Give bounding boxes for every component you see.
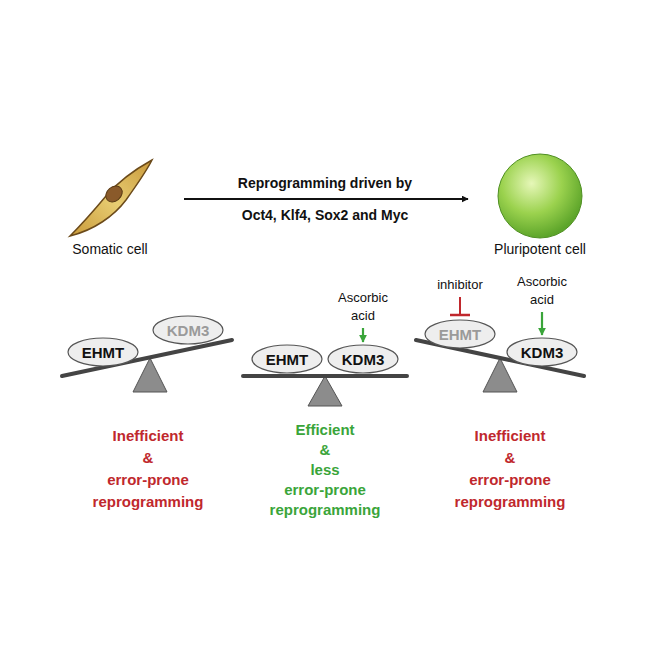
enzyme-ellipse: KDM3 xyxy=(152,315,224,345)
enzyme-ellipse: EHMT xyxy=(251,344,323,374)
enzyme-name: EHMT xyxy=(439,326,482,343)
activation-arrow xyxy=(541,312,543,335)
reprogramming-arrow xyxy=(184,198,468,200)
ellipse-shape xyxy=(68,338,138,366)
enzyme-name: EHMT xyxy=(266,351,309,368)
outcome-label: Inefficient & error-prone reprogramming xyxy=(73,425,223,513)
balance-plank xyxy=(62,340,232,376)
enzyme-name: KDM3 xyxy=(167,322,210,339)
fulcrum-triangle xyxy=(483,358,517,392)
somatic-cell-nucleus xyxy=(103,183,126,205)
somatic-cell: Somatic cell xyxy=(40,150,180,257)
pluripotent-cell: Pluripotent cell xyxy=(470,150,610,257)
outcome-label: Efficient & less error-prone reprogrammi… xyxy=(250,420,400,520)
enzyme-ellipse: EHMT xyxy=(424,319,496,349)
cell-caption: Pluripotent cell xyxy=(494,241,586,257)
pluripotent-cell-body xyxy=(498,154,582,238)
inhibition-line xyxy=(459,297,461,315)
outcome-label: Inefficient & error-prone reprogramming xyxy=(435,425,585,513)
cell-caption: Somatic cell xyxy=(72,241,147,257)
activation-arrow xyxy=(362,328,364,342)
inhibition-bar xyxy=(450,314,470,317)
ellipse-shape xyxy=(328,345,398,373)
somatic-cell-body xyxy=(70,160,152,236)
enzyme-ellipse: KDM3 xyxy=(327,344,399,374)
enzyme-ellipse: KDM3 xyxy=(506,337,578,367)
ellipse-shape xyxy=(425,320,495,348)
compound-label: Ascorbic acid xyxy=(506,273,578,309)
ellipse-shape xyxy=(153,316,223,344)
fulcrum-triangle xyxy=(308,376,342,406)
arrow-label: Reprogramming driven by Oct4, Klf4, Sox2… xyxy=(230,167,420,231)
enzyme-name: KDM3 xyxy=(521,344,564,361)
fulcrum-triangle xyxy=(133,358,167,392)
enzyme-name: EHMT xyxy=(82,344,125,361)
enzyme-ellipse: EHMT xyxy=(67,337,139,367)
compound-label: Ascorbic acid xyxy=(327,289,399,325)
balance-plank xyxy=(243,374,407,378)
ellipse-shape xyxy=(507,338,577,366)
ellipse-shape xyxy=(252,345,322,373)
inhibitor-label: inhibitor xyxy=(420,276,500,294)
enzyme-name: KDM3 xyxy=(342,351,385,368)
